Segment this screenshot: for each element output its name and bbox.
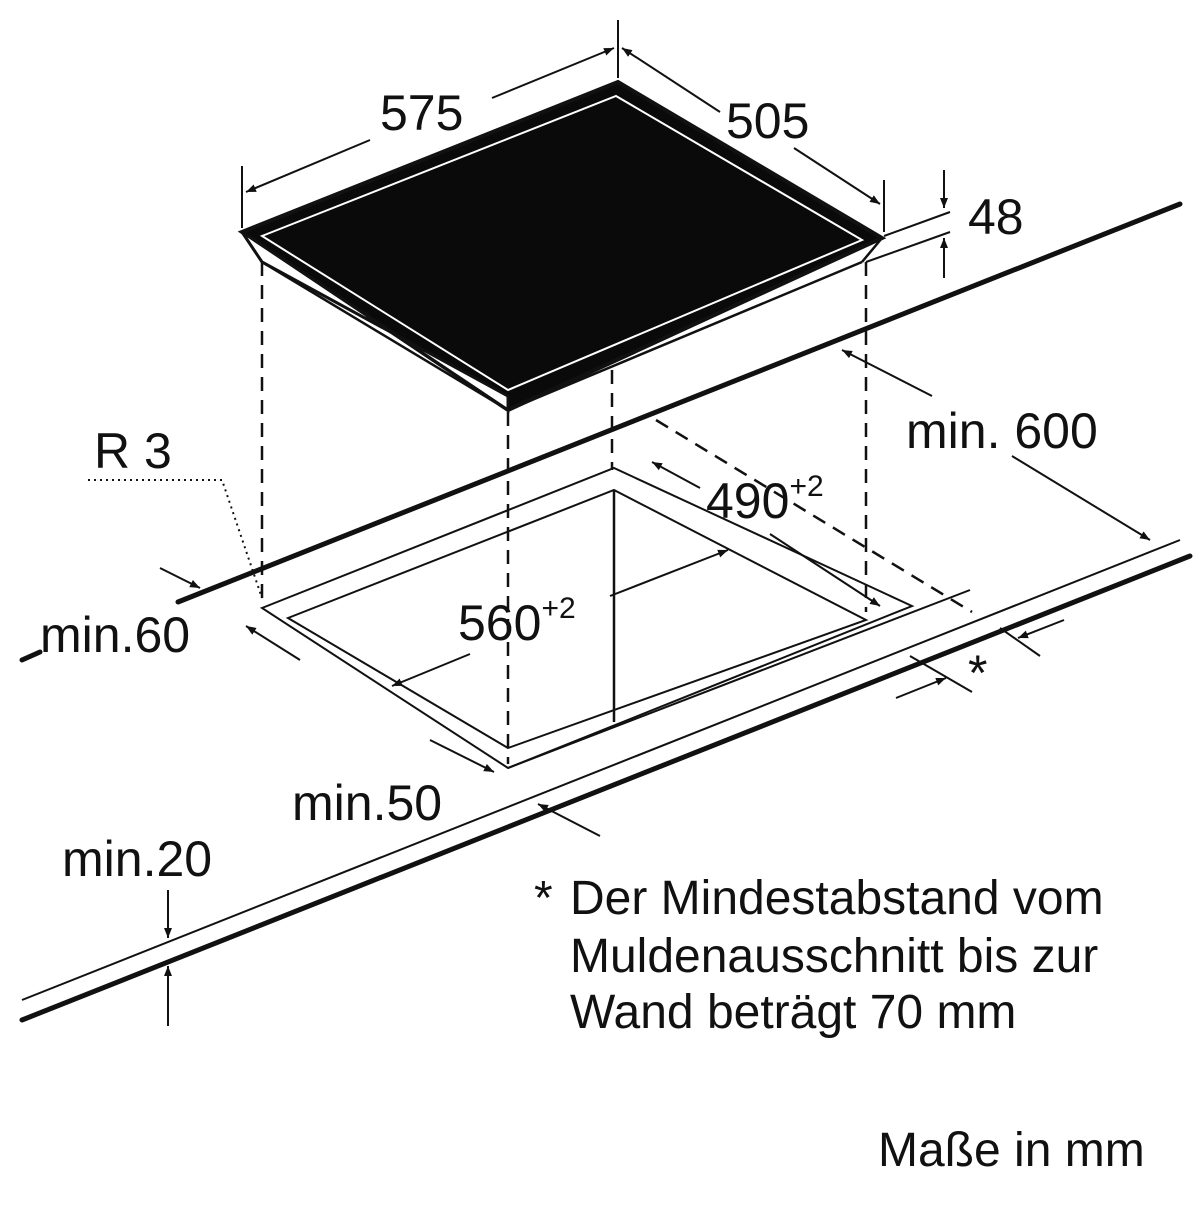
dim-560-label: 560+2 [458,592,576,651]
dim-60-arrow-bottom [245,625,301,661]
worktop-back-edge [175,201,1183,605]
worktop [19,201,1193,1023]
hob-frame-right-edge [861,237,883,263]
cutout-outline [259,466,915,770]
dim-asterisk-label: * [968,645,987,701]
footnote: * Der Mindestabstand vom Muldenausschnit… [534,872,1104,1039]
dim-min-50: min.50 [292,739,601,837]
dim-asterisk-ext-right [999,627,1041,657]
footnote-line-1: Der Mindestabstand vom [570,872,1104,925]
dim-min-20: min.20 [62,831,212,1026]
dim-asterisk: * [895,619,1065,701]
dim-575-arrow-left [245,139,371,193]
worktop-front-edge-top [21,539,1181,1001]
dim-50-label: min.50 [292,775,442,831]
dim-asterisk-arrow-right [1017,619,1065,639]
units-label: Maße in mm [878,1124,1145,1177]
hob-frame-side [240,230,510,413]
dim-48-ext-bottom [865,231,951,263]
footnote-line-3: Wand beträgt 70 mm [570,986,1016,1039]
dim-50-arrow-top [429,739,495,773]
dim-20-label: min.20 [62,831,212,887]
dim-575: 575 [241,20,619,228]
dim-560-arrow-left [391,653,471,687]
hob [237,79,887,413]
worktop-front-edge-bottom [19,553,1193,1023]
dim-min-60: min.60 [40,567,301,663]
dim-560: 560+2 [391,549,729,687]
dim-600-arrow-bottom [1011,455,1151,541]
dim-490-arrow-left [651,461,701,489]
dim-575-label: 575 [380,85,463,141]
cutout-floor-line [507,589,971,769]
dim-48-label: 48 [968,189,1024,245]
dim-600-arrow-top [841,349,933,397]
dim-600-label: min. 600 [906,403,1098,459]
footnote-line-2: Muldenausschnitt bis zur [570,930,1098,983]
dim-r3-label: R 3 [94,423,172,479]
dim-min-600: min. 600 [841,349,1151,541]
dim-60-arrow-top [159,567,201,589]
dim-505-arrow-left [621,47,721,113]
dim-60-label: min.60 [40,607,190,663]
hob-frame-lower-edge [261,260,863,412]
dim-asterisk-ext [909,655,973,693]
cutout [259,466,971,770]
dash-diagonal [655,418,973,614]
dim-48: 48 [865,170,1024,278]
dim-50-arrow-bottom [537,803,601,837]
dim-575-arrow-right [491,47,615,99]
dim-490-arrow-right [769,533,881,607]
hob-glass-edge [259,94,865,392]
dim-505-label: 505 [726,93,809,149]
footnote-marker: * [534,872,553,925]
dim-r3: R 3 [88,423,263,599]
dim-505-arrow-right [793,147,881,205]
dim-r3-leader [88,479,263,599]
projection-lines [260,262,973,764]
dim-490: 490+2 [651,461,881,607]
dim-48-ext-top [883,211,951,237]
dim-490-label: 490+2 [706,470,824,529]
cutout-inner-outline [285,488,869,750]
dim-asterisk-arrow-left [895,677,947,699]
dim-560-arrow-right [609,549,729,597]
worktop-left-edge [19,649,43,663]
dim-505: 505 [621,47,885,232]
